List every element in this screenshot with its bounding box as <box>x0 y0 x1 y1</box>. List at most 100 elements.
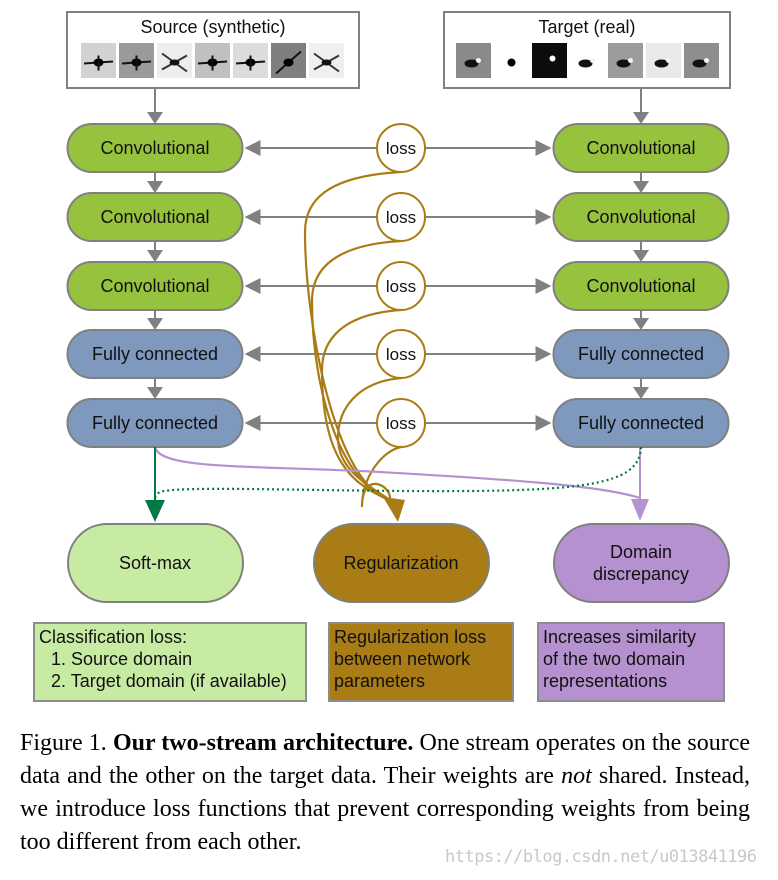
loss-connector: loss <box>244 123 552 173</box>
target-title: Target (real) <box>538 17 635 37</box>
down-arrow-icon <box>633 318 649 330</box>
classification-item-target: 2. Target domain (if available) <box>51 671 287 691</box>
source-title: Source (synthetic) <box>140 17 285 37</box>
caption-label: Figure 1. <box>20 730 107 756</box>
left-arrow-icon <box>244 209 261 225</box>
target-thumbnail <box>608 43 643 78</box>
source-thumbnails <box>81 43 344 78</box>
source-layer-arrow <box>147 172 163 193</box>
left-arrow-icon <box>244 278 261 294</box>
source-thumbnail <box>271 43 306 78</box>
domain-label-line2: discrepancy <box>593 564 689 584</box>
target-thumbnail <box>684 43 719 78</box>
domain-note-line: representations <box>543 671 668 691</box>
source-layer-label: Fully connected <box>92 413 218 433</box>
domain-arrowhead-icon <box>631 499 649 521</box>
domain-note-line: of the two domain <box>543 649 686 669</box>
regularization-node: Regularization <box>313 523 490 603</box>
domain-note-line: Increases similarity <box>543 627 697 647</box>
source-panel: Source (synthetic) <box>66 11 360 89</box>
source-thumbnail <box>157 43 192 78</box>
source-layer-3: Convolutional <box>66 261 244 311</box>
target-thumbnail <box>507 58 516 67</box>
source-layer-label: Convolutional <box>100 138 209 158</box>
loss-connector: loss <box>244 192 552 242</box>
right-arrow-icon <box>535 415 552 431</box>
loss-connectors: loss loss loss loss loss <box>244 123 552 448</box>
down-arrow-icon <box>147 112 163 124</box>
source-input-arrow <box>147 89 163 124</box>
regularization-label: Regularization <box>343 553 458 573</box>
source-layer-5: Fully connected <box>66 398 244 448</box>
target-layer-label: Fully connected <box>578 344 704 364</box>
loss-connector: loss <box>244 398 552 448</box>
source-layer-2: Convolutional <box>66 192 244 242</box>
source-thumbnail <box>233 43 268 78</box>
regularization-curve <box>360 445 402 508</box>
source-layer-label: Convolutional <box>100 207 209 227</box>
domain-discrepancy-node: Domain discrepancy <box>553 523 730 603</box>
target-layer-2: Convolutional <box>552 192 730 242</box>
right-arrow-icon <box>535 209 552 225</box>
watermark-url: https://blog.csdn.net/u013841196 <box>445 847 757 867</box>
loss-label: loss <box>386 345 416 364</box>
classification-loss-title: Classification loss: <box>39 627 188 647</box>
regularization-note-line: Regularization loss <box>334 627 487 647</box>
target-panel: Target (real) <box>443 11 731 89</box>
target-layer-arrow <box>633 241 649 262</box>
down-arrow-icon <box>633 250 649 262</box>
target-thumbnail <box>578 58 595 68</box>
left-arrow-icon <box>244 140 261 156</box>
target-layer-arrow <box>633 172 649 193</box>
classification-loss-note: Classification loss: 1. Source domain 2.… <box>33 622 307 702</box>
target-layer-3: Convolutional <box>552 261 730 311</box>
down-arrow-icon <box>633 112 649 124</box>
loss-connector: loss <box>244 261 552 311</box>
down-arrow-icon <box>147 387 163 399</box>
source-layer-arrow <box>147 378 163 399</box>
right-arrow-icon <box>535 140 552 156</box>
regularization-note-line: parameters <box>334 671 426 691</box>
source-layer-label: Convolutional <box>100 276 209 296</box>
architecture-diagram: Source (synthetic) Target (real) Convolu… <box>66 11 731 603</box>
target-layer-label: Fully connected <box>578 413 704 433</box>
loss-connector: loss <box>244 329 552 379</box>
target-layer-label: Convolutional <box>586 276 695 296</box>
caption-text-part2: shared. Instead, we introduce loss funct… <box>20 763 751 855</box>
regularization-curve <box>336 376 402 501</box>
caption-italic: not <box>561 763 592 789</box>
target-input-arrow <box>633 89 649 124</box>
source-stream: ConvolutionalConvolutionalConvolutionalF… <box>66 123 244 448</box>
target-layer-5: Fully connected <box>552 398 730 448</box>
left-arrow-icon <box>244 346 261 362</box>
regularization-curve <box>310 239 402 502</box>
target-thumbnail <box>646 43 681 78</box>
regularization-curve <box>320 308 402 502</box>
figure-caption: Figure 1. Our two-stream architecture. O… <box>20 727 750 859</box>
target-thumbnails <box>456 43 719 78</box>
loss-label: loss <box>386 139 416 158</box>
caption-bold-title: Our two-stream architecture. <box>112 730 414 756</box>
regularization-curve <box>303 170 402 502</box>
target-layer-label: Convolutional <box>586 207 695 227</box>
caption-text-part1: One stream operates on the source data a… <box>20 730 751 789</box>
classification-item-source: 1. Source domain <box>51 649 193 669</box>
target-thumbnail <box>456 43 491 78</box>
right-arrow-icon <box>535 346 552 362</box>
regularization-curves <box>303 170 405 522</box>
target-stream: ConvolutionalConvolutionalConvolutionalF… <box>552 123 730 448</box>
softmax-label: Soft-max <box>119 553 191 573</box>
target-softmax-dotted-curve <box>153 446 643 501</box>
down-arrow-icon <box>147 318 163 330</box>
loss-label: loss <box>386 277 416 296</box>
down-arrow-icon <box>147 181 163 193</box>
loss-label: loss <box>386 208 416 227</box>
target-layer-1: Convolutional <box>552 123 730 173</box>
target-layer-label: Convolutional <box>586 138 695 158</box>
right-arrow-icon <box>535 278 552 294</box>
domain-discrepancy-curve <box>153 446 641 500</box>
target-layer-arrow <box>633 310 649 330</box>
source-thumbnail <box>195 43 230 78</box>
softmax-node: Soft-max <box>67 523 244 603</box>
source-layer-1: Convolutional <box>66 123 244 173</box>
